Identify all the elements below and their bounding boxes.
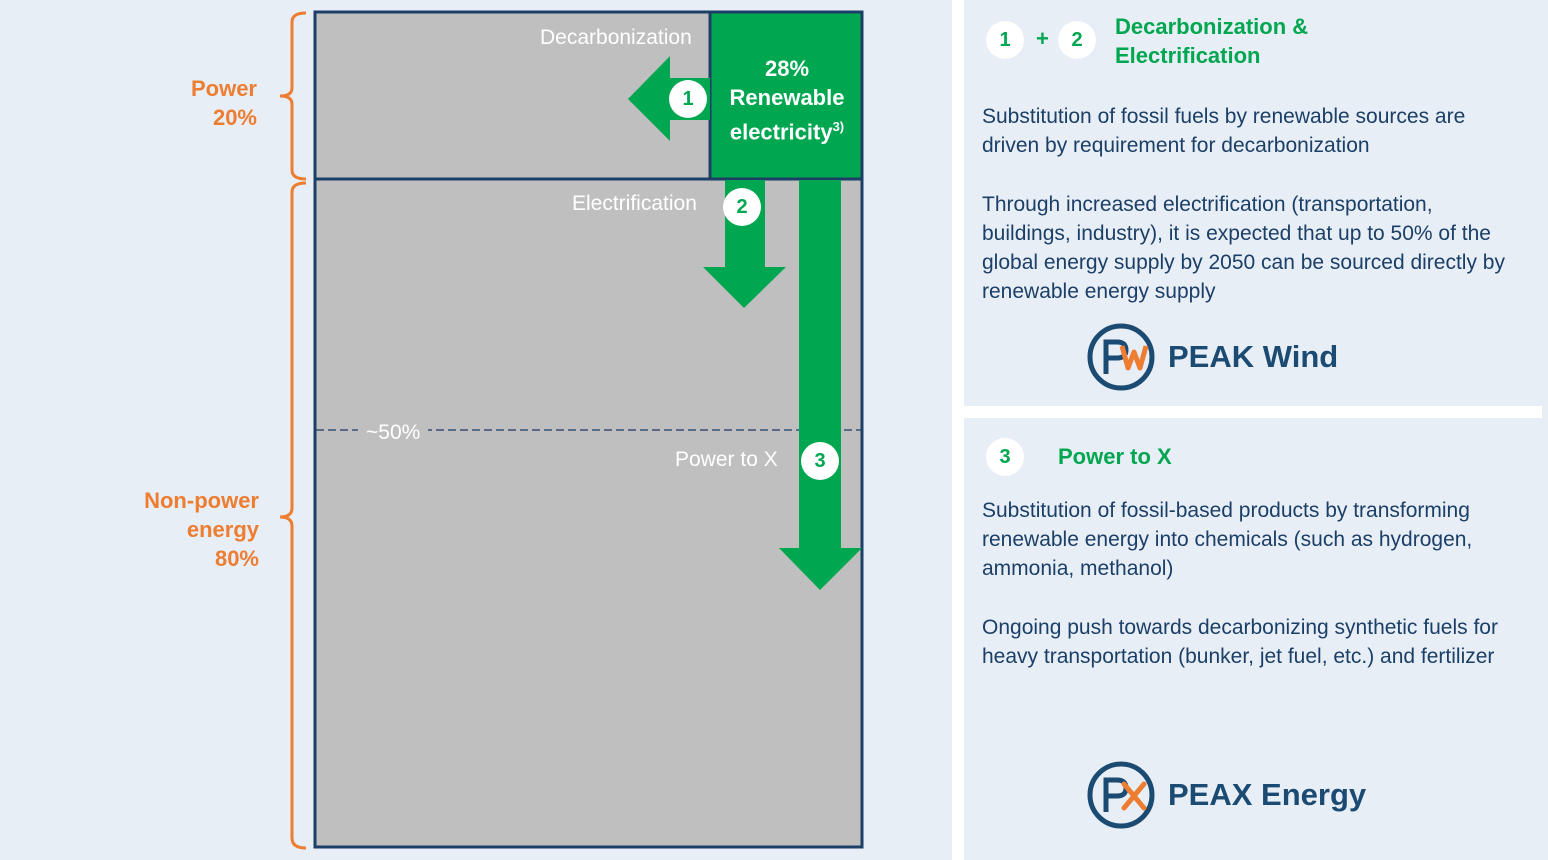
renewable-box xyxy=(708,10,864,181)
nonpower-label: Non-power energy 80% xyxy=(100,486,259,573)
panel1-title: Decarbonization & Electrification xyxy=(1115,12,1308,70)
power-label: Power 20% xyxy=(140,74,257,132)
renewable-line2-text: electricity xyxy=(729,119,833,145)
panel1-paragraph-1: Substitution of fossil fuels by renewabl… xyxy=(982,105,1466,157)
panel2-badge-3: 3 xyxy=(986,438,1024,476)
decarbonization-label: Decarbonization xyxy=(540,26,692,49)
nonpower-bracket xyxy=(279,181,307,850)
nonpower-label-line1: Non-power xyxy=(144,488,259,513)
step-1-badge: 1 xyxy=(669,80,707,118)
panel2-title: Power to X xyxy=(1058,444,1172,469)
peak-wind-logo-icon xyxy=(1087,323,1155,391)
power-to-x-arrow xyxy=(779,180,862,590)
peak-wind-logo: PEAK Wind xyxy=(1086,322,1338,392)
power-bracket xyxy=(279,11,307,181)
peax-energy-logo-text: PEAX Energy xyxy=(1168,777,1367,812)
nonpower-label-line3: 80% xyxy=(214,546,259,571)
panel2-paragraph-2: Ongoing push towards decarbonizing synth… xyxy=(982,616,1498,668)
renewable-line2: electricity3) xyxy=(714,112,860,146)
vertical-separator xyxy=(952,0,964,860)
fifty-percent-label: ~50% xyxy=(358,421,429,445)
power-label-line1: Power xyxy=(190,76,257,101)
panel2-paragraph-1: Substitution of fossil-based products by… xyxy=(982,499,1473,580)
panel1-title-line1: Decarbonization & xyxy=(1115,14,1309,39)
renewable-line1: Renewable xyxy=(729,85,845,110)
renewable-percent: 28% xyxy=(764,56,810,81)
peax-energy-logo: PEAX Energy xyxy=(1086,760,1366,830)
renewable-footnote: 3) xyxy=(832,119,845,134)
step-3-badge: 3 xyxy=(801,442,839,480)
power-to-x-label: Power to X xyxy=(675,448,778,471)
power-to-x-panel: 3 Power to X Substitution of fossil-base… xyxy=(964,418,1542,860)
panel1-title-line2: Electrification xyxy=(1115,43,1261,68)
electrification-label: Electrification xyxy=(572,192,697,215)
power-label-line2: 20% xyxy=(212,105,257,130)
renewable-electricity-label: 28% Renewable electricity3) xyxy=(714,54,860,146)
panel1-plus: + xyxy=(1036,26,1049,51)
decarbonization-electrification-panel: 1 + 2 Decarbonization & Electrification … xyxy=(964,0,1542,406)
step-2-badge: 2 xyxy=(723,188,761,226)
energy-diagram: Power 20% Non-power energy 80% Decarboni… xyxy=(100,10,864,850)
electrification-arrow xyxy=(703,180,786,308)
panel1-badge-2: 2 xyxy=(1058,21,1096,59)
peak-wind-logo-text: PEAK Wind xyxy=(1168,339,1339,374)
panel1-paragraph-2: Through increased electrification (trans… xyxy=(982,193,1505,303)
nonpower-label-line2: energy xyxy=(186,517,259,542)
panel-separator xyxy=(964,406,1542,418)
peax-energy-logo-icon xyxy=(1087,761,1155,829)
panel1-badge-1: 1 xyxy=(986,21,1024,59)
